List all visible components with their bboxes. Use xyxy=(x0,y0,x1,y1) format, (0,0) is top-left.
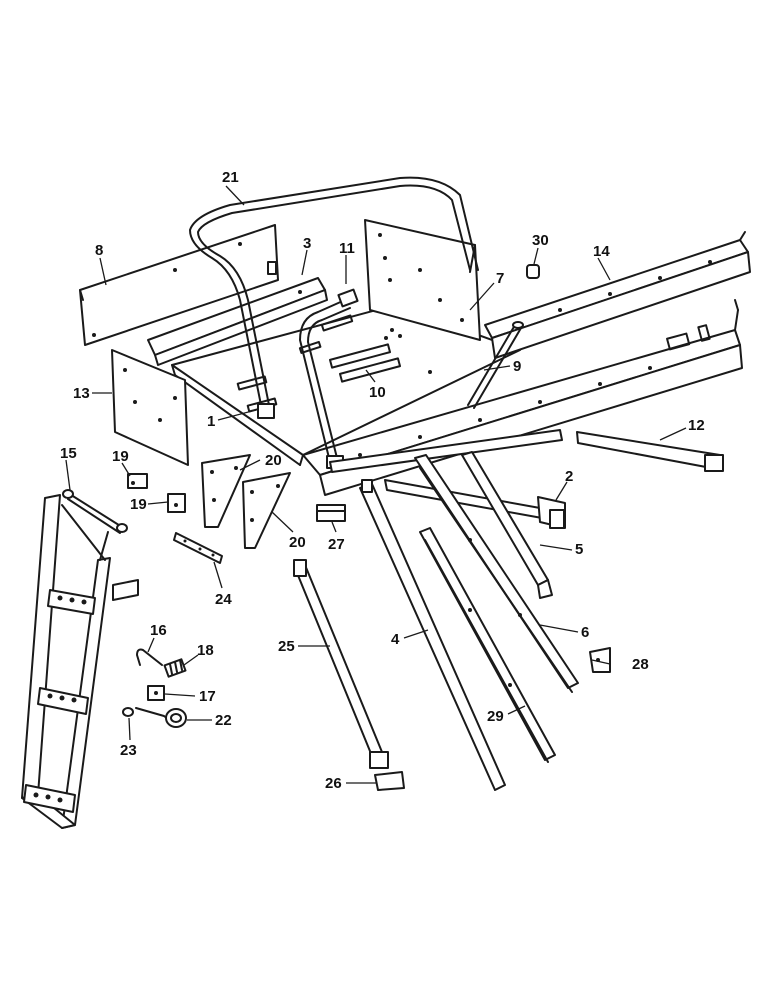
spring-18 xyxy=(163,658,187,678)
cross-channel xyxy=(147,277,328,366)
callout-19-upper: 19 xyxy=(112,448,129,465)
pin-16 xyxy=(136,648,163,666)
side-skirt-panel xyxy=(111,349,189,466)
callout-2: 2 xyxy=(565,468,573,485)
bracket-2 xyxy=(384,479,566,529)
callout-labels: 21 8 3 11 30 14 7 9 10 13 1 12 15 19 20 … xyxy=(60,169,705,792)
callout-12: 12 xyxy=(688,417,705,434)
callout-20-upper: 20 xyxy=(265,452,282,469)
callout-16: 16 xyxy=(150,622,167,639)
callout-26: 26 xyxy=(325,775,342,792)
chain-22 xyxy=(135,707,187,728)
bracket-28 xyxy=(589,647,611,673)
callout-14: 14 xyxy=(593,243,610,260)
hinge-strip xyxy=(173,532,223,564)
callout-28: 28 xyxy=(632,656,649,673)
callout-7: 7 xyxy=(496,270,504,287)
clip-19-lower xyxy=(167,493,186,513)
ladder-step-middle xyxy=(37,687,89,715)
strap-4 xyxy=(359,479,506,791)
callout-15: 15 xyxy=(60,445,77,462)
callout-29: 29 xyxy=(487,708,504,725)
callout-23: 23 xyxy=(120,742,137,759)
callout-24: 24 xyxy=(215,591,232,608)
brace-bar-12 xyxy=(576,431,724,472)
latch-17 xyxy=(147,685,165,701)
callout-17: 17 xyxy=(199,688,216,705)
channel-29 xyxy=(419,527,556,763)
callout-10: 10 xyxy=(369,384,386,401)
callout-9: 9 xyxy=(513,358,521,375)
clip-19-upper xyxy=(127,473,148,489)
callout-3: 3 xyxy=(303,235,311,252)
rear-panel-right xyxy=(364,219,481,341)
gusset-lower xyxy=(242,472,291,549)
washer-23 xyxy=(122,707,134,717)
callout-25: 25 xyxy=(278,638,295,655)
callout-30: 30 xyxy=(532,232,549,249)
side-rail xyxy=(484,231,751,359)
block-27 xyxy=(316,504,346,522)
callout-1: 1 xyxy=(207,413,215,430)
channel-5 xyxy=(461,451,553,599)
callout-11: 11 xyxy=(339,240,355,257)
callout-8: 8 xyxy=(95,242,103,259)
callout-6: 6 xyxy=(581,624,589,641)
ladder-step-bottom xyxy=(23,784,76,813)
ladder xyxy=(21,489,139,829)
strap-25 xyxy=(293,559,389,769)
channel-6 xyxy=(414,454,579,693)
rail-brace-bar xyxy=(329,429,563,473)
callout-5: 5 xyxy=(575,541,583,558)
callout-18: 18 xyxy=(197,642,214,659)
callout-27: 27 xyxy=(328,536,345,553)
ladder-step-top xyxy=(47,589,96,615)
callout-19-lower: 19 xyxy=(130,496,147,513)
callout-20-lower: 20 xyxy=(289,534,306,551)
handrail xyxy=(189,176,479,469)
gusset-upper xyxy=(201,454,251,528)
rear-panel-left xyxy=(79,224,279,346)
callout-21: 21 xyxy=(222,169,239,186)
plate-26 xyxy=(374,771,405,791)
callout-4: 4 xyxy=(391,631,400,648)
knob xyxy=(526,264,540,279)
callout-13: 13 xyxy=(73,385,90,402)
callout-22: 22 xyxy=(215,712,232,729)
leader-lines xyxy=(65,185,687,784)
